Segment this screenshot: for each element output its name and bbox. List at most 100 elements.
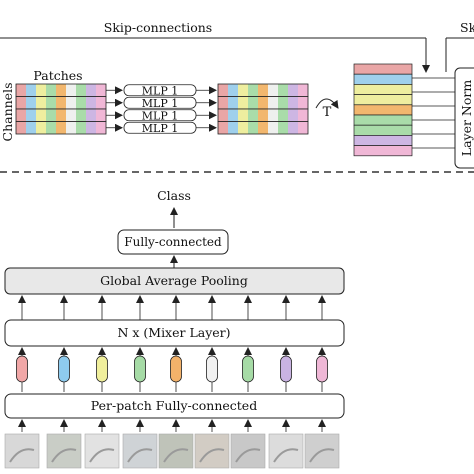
arrows-to-gap <box>18 295 326 320</box>
per-patch-fc-box <box>4 393 345 419</box>
patch-cell <box>288 96 298 109</box>
patch-cell <box>96 121 106 134</box>
patch-cell <box>258 109 268 122</box>
patch-cell <box>76 96 86 109</box>
image-patch-detail <box>199 448 225 463</box>
patch-cell <box>238 84 248 97</box>
patch-cell <box>46 84 56 97</box>
patch-cell <box>288 109 298 122</box>
patch-cell <box>66 96 76 109</box>
patch-cell <box>66 121 76 134</box>
channel-row <box>353 63 413 75</box>
patch-cell <box>238 96 248 109</box>
input-image-patches <box>4 419 340 469</box>
patch-cell <box>16 121 26 134</box>
patch-token <box>134 355 146 383</box>
channel-row <box>353 145 413 157</box>
patch-cell <box>46 96 56 109</box>
patch-cell <box>268 121 278 134</box>
patch-cell <box>86 84 96 97</box>
patch-cell <box>248 121 258 134</box>
patch-cell <box>268 84 278 97</box>
channel-row <box>353 104 413 116</box>
image-patch-detail <box>9 448 35 463</box>
patch-cell <box>36 84 46 97</box>
image-patch-detail <box>51 448 77 463</box>
mlp-label: MLP 1 <box>142 84 178 97</box>
patch-cell <box>278 84 288 97</box>
patch-cell <box>228 84 238 97</box>
image-patch-detail <box>273 448 299 463</box>
patch-cell <box>96 96 106 109</box>
patch-cell <box>278 96 288 109</box>
skip-connections-label: Skip-connections <box>104 20 212 35</box>
patch-cell <box>56 84 66 97</box>
patch-cell <box>278 121 288 134</box>
patch-cell <box>228 96 238 109</box>
channel-row <box>353 124 413 136</box>
patch-cell <box>248 84 258 97</box>
transpose-arrow-icon <box>315 98 339 109</box>
mlp-label: MLP 1 <box>142 109 178 122</box>
global-average-pooling-box <box>4 267 345 295</box>
patches-grid-output <box>217 83 309 135</box>
patch-cell <box>56 109 66 122</box>
patch-cell <box>26 121 36 134</box>
patch-cell <box>16 96 26 109</box>
channel-row <box>353 114 413 126</box>
patch-cell <box>16 84 26 97</box>
patch-cell <box>86 109 96 122</box>
patch-cell <box>288 121 298 134</box>
transposed-patches-stack <box>353 63 413 157</box>
patch-cell <box>238 109 248 122</box>
patch-cell <box>218 109 228 122</box>
patch-cell <box>46 121 56 134</box>
patch-token <box>242 355 254 383</box>
mlp-label: MLP 1 <box>142 97 178 110</box>
patch-cell <box>258 84 268 97</box>
patch-token <box>58 355 70 383</box>
patch-cell <box>26 109 36 122</box>
patch-cell <box>76 109 86 122</box>
patch-cell <box>26 96 36 109</box>
channel-row <box>353 94 413 106</box>
patch-cell <box>268 109 278 122</box>
patch-token <box>316 355 328 383</box>
patch-cell <box>36 121 46 134</box>
mixer-layer-detail: Skip-connections Sk Patches Channels MLP… <box>0 20 474 173</box>
patch-cell <box>86 121 96 134</box>
patch-cell <box>298 109 308 122</box>
mixer-architecture: Class Fully-connected Global Average Poo… <box>4 188 345 469</box>
patch-row <box>217 121 309 135</box>
patch-cell <box>218 84 228 97</box>
patch-token <box>96 355 108 383</box>
patch-cell <box>96 84 106 97</box>
patch-cell <box>288 84 298 97</box>
patch-cell <box>66 84 76 97</box>
patch-cell <box>258 96 268 109</box>
global-average-pooling-label: Global Average Pooling <box>100 273 248 288</box>
patch-token <box>206 355 218 383</box>
per-patch-fc-label: Per-patch Fully-connected <box>91 398 257 413</box>
patch-token <box>170 355 182 383</box>
patch-cell <box>16 109 26 122</box>
layer-norm-label: Layer Norm <box>459 80 474 157</box>
patch-cell <box>228 109 238 122</box>
patch-cell <box>218 96 228 109</box>
patch-cell <box>248 96 258 109</box>
patch-cell <box>56 96 66 109</box>
patch-cell <box>36 96 46 109</box>
mlp-label: MLP 1 <box>142 122 178 135</box>
patch-cell <box>26 84 36 97</box>
patch-token <box>16 355 28 383</box>
patch-cell <box>298 121 308 134</box>
image-patch-detail <box>89 448 115 463</box>
patch-cell <box>56 121 66 134</box>
channel-row <box>353 135 413 146</box>
patch-token <box>280 355 292 383</box>
patch-cell <box>66 109 76 122</box>
skip-connections-label-cut: Sk <box>460 20 474 35</box>
patch-cell <box>248 109 258 122</box>
fully-connected-label: Fully-connected <box>124 235 222 249</box>
